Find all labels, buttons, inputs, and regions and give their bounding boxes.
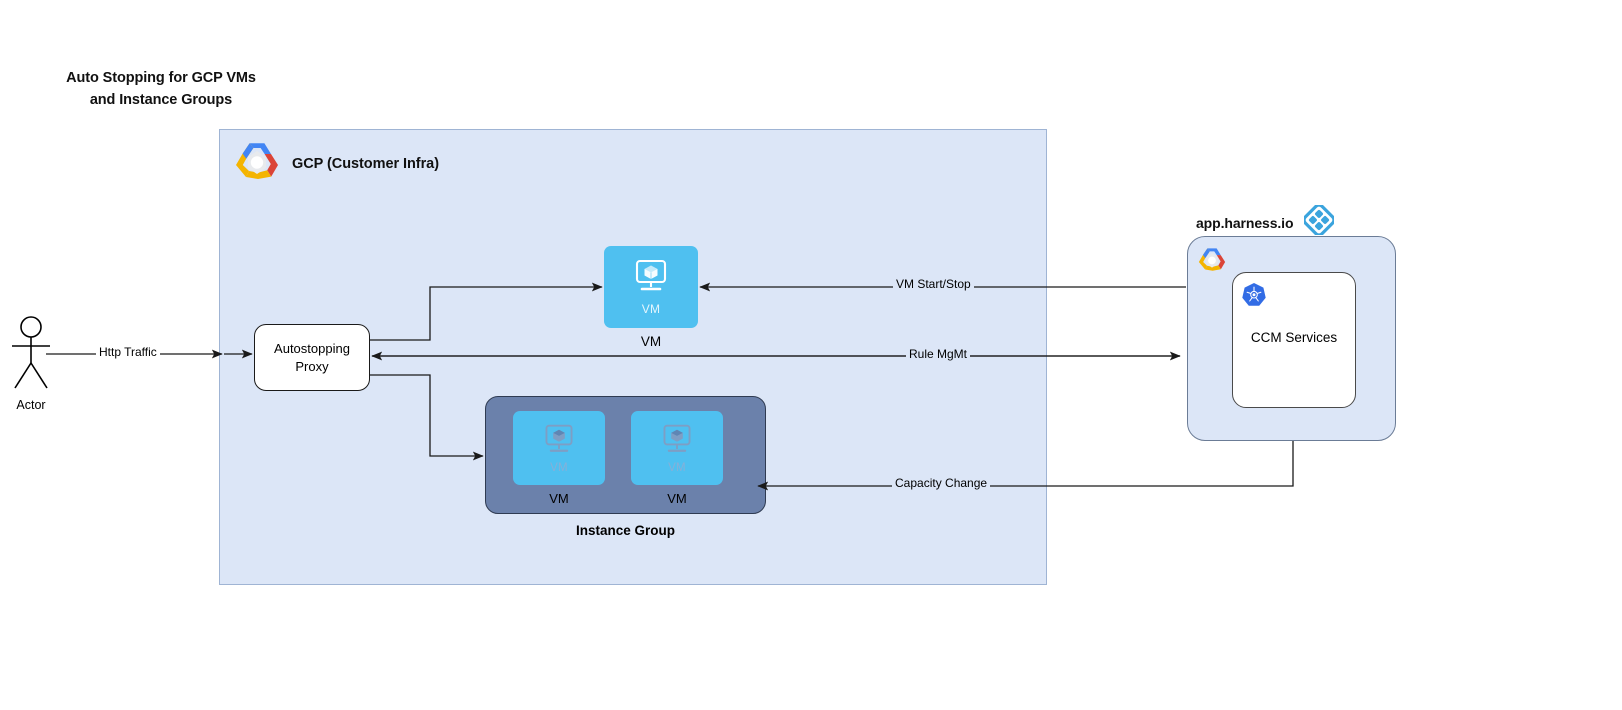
- connector-label-rule-mgmt: Rule MgMt: [906, 347, 971, 361]
- page-title: Auto Stopping for GCP VMs and Instance G…: [46, 68, 276, 112]
- actor-figure: [8, 316, 54, 390]
- page-title-line-1: Auto Stopping for GCP VMs: [66, 70, 256, 86]
- instance-group-node[interactable]: VM VM VM VM: [485, 396, 766, 514]
- instance-group-vm-1-inner-label: VM: [550, 461, 568, 474]
- vm-monitor-cube-icon: [659, 423, 695, 462]
- page-title-line-2: and Instance Groups: [89, 91, 233, 108]
- kubernetes-icon: [1241, 282, 1267, 313]
- vm-monitor-cube-icon: [541, 423, 577, 462]
- autostopping-proxy-node[interactable]: Autostopping Proxy: [254, 324, 370, 391]
- gcp-container-header: GCP (Customer Infra): [233, 140, 439, 187]
- autostopping-proxy-label-line-1: Autostopping: [274, 340, 350, 356]
- harness-header: app.harness.io: [1196, 203, 1336, 240]
- vm-inner-label: VM: [641, 302, 661, 316]
- connector-label-http-traffic: Http Traffic: [96, 345, 160, 359]
- harness-header-label: app.harness.io: [1196, 214, 1294, 231]
- connector-label-vm-start-stop: VM Start/Stop: [893, 277, 974, 291]
- connector-label-capacity-change: Capacity Change: [892, 476, 991, 490]
- harness-diamond-icon: [1302, 203, 1336, 240]
- vm-monitor-cube-icon: [631, 258, 671, 301]
- ccm-services-label: CCM Services: [1250, 330, 1338, 345]
- autostopping-proxy-label-line-2: Proxy: [295, 358, 329, 374]
- vm-node[interactable]: VM: [604, 246, 698, 328]
- gcp-logo-icon: [233, 140, 281, 187]
- instance-group-vm-1[interactable]: VM: [513, 411, 605, 485]
- instance-group-caption: Instance Group: [575, 523, 675, 538]
- actor-label: Actor: [16, 398, 46, 412]
- vm-caption: VM: [640, 334, 662, 349]
- instance-group-vm-2[interactable]: VM: [631, 411, 723, 485]
- instance-group-vm-2-caption: VM: [667, 491, 687, 506]
- instance-group-vm-2-inner-label: VM: [668, 461, 686, 474]
- instance-group-vm-1-caption: VM: [549, 491, 569, 506]
- gcp-logo-icon: [1197, 246, 1227, 278]
- gcp-container-label: GCP (Customer Infra): [292, 155, 439, 172]
